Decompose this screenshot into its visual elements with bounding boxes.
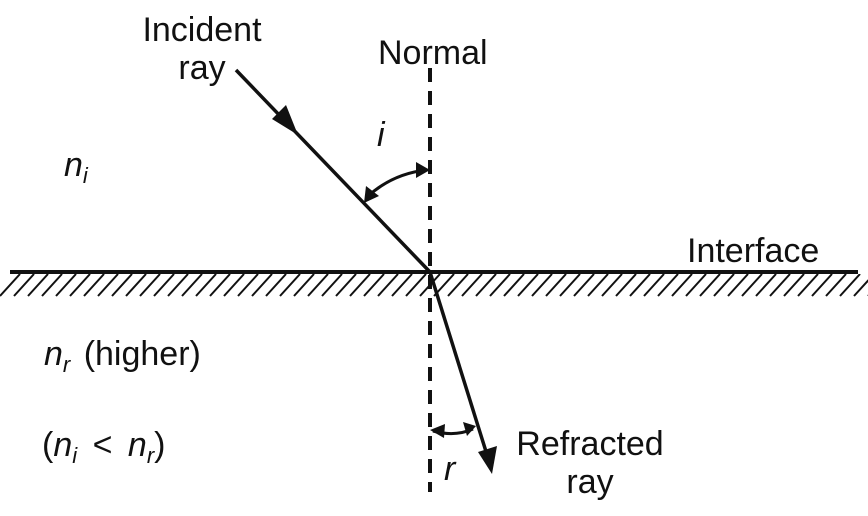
hatch-mark — [97, 274, 119, 297]
incident-ray-label-line2: ray — [178, 49, 226, 87]
relation-open-paren: ( — [42, 426, 54, 464]
index-relation-label: (ni < nr) — [42, 428, 165, 467]
hatch-mark — [671, 274, 693, 297]
relation-left-symbol: n — [53, 426, 73, 464]
hatch-mark — [223, 274, 245, 297]
refracted-ray-label-line2: ray — [566, 463, 614, 501]
hatch-mark — [13, 274, 35, 297]
hatch-mark — [349, 274, 371, 297]
hatch-mark — [839, 274, 861, 297]
hatch-mark — [293, 274, 315, 297]
hatch-mark — [727, 274, 749, 297]
hatch-mark — [195, 274, 217, 297]
hatch-mark — [797, 274, 819, 297]
angle-i-label: i — [377, 116, 385, 154]
hatch-mark — [545, 274, 567, 297]
hatch-mark — [153, 274, 175, 297]
refracted-medium-symbol: n — [44, 335, 63, 373]
hatch-mark — [783, 274, 805, 297]
hatch-mark — [111, 274, 133, 297]
relation-operator: < — [92, 426, 113, 464]
hatch-mark — [699, 274, 721, 297]
hatch-mark — [755, 274, 777, 297]
angle-r-arrow-left — [430, 424, 445, 438]
incident-medium-subscript: i — [82, 163, 88, 188]
relation-right-symbol: n — [127, 426, 147, 464]
hatch-mark — [307, 274, 329, 297]
incident-ray-line — [234, 68, 432, 274]
hatch-mark — [517, 274, 539, 297]
angle-i-arrow-top — [416, 162, 430, 178]
relation-close-paren: ) — [154, 426, 166, 464]
hatch-mark — [125, 274, 147, 297]
refracted-medium-note: (higher) — [83, 335, 201, 373]
angle-i-arrow-bottom — [364, 186, 379, 203]
hatch-mark — [643, 274, 665, 297]
refracted-ray-label: Refracted ray — [515, 427, 665, 499]
hatch-mark — [55, 274, 77, 297]
incident-ray-label-line1: Incident — [142, 11, 262, 49]
hatch-mark — [853, 279, 868, 297]
hatch-mark — [573, 274, 595, 297]
hatch-mark — [83, 274, 105, 297]
hatch-mark — [713, 274, 735, 297]
normal-label: Normal — [378, 34, 488, 72]
hatch-mark — [0, 274, 21, 297]
hatch-mark — [321, 274, 343, 297]
hatch-mark — [825, 274, 847, 297]
hatch-mark — [601, 274, 623, 297]
hatch-mark — [69, 274, 91, 297]
refracted-ray-line — [428, 271, 490, 459]
hatch-mark — [531, 274, 553, 297]
hatch-mark — [447, 274, 469, 297]
refracted-ray-arrowhead — [478, 446, 497, 474]
hatch-mark — [741, 274, 763, 297]
hatch-mark — [391, 274, 413, 297]
hatch-mark — [279, 274, 301, 297]
refracted-ray-label-line1: Refracted — [516, 425, 664, 463]
hatch-mark — [139, 274, 161, 297]
hatch-mark — [615, 274, 637, 297]
hatch-mark — [475, 274, 497, 297]
hatch-mark — [559, 274, 581, 297]
hatch-mark — [27, 274, 49, 297]
hatch-mark — [405, 274, 427, 297]
interface-label: Interface — [687, 232, 820, 270]
hatch-mark — [811, 274, 833, 297]
hatch-mark — [181, 274, 203, 297]
hatch-mark — [769, 274, 791, 297]
incident-medium-symbol: n — [64, 146, 83, 184]
hatch-mark — [363, 274, 385, 297]
hatch-mark — [587, 274, 609, 297]
relation-left-subscript: i — [72, 443, 78, 468]
hatch-mark — [489, 274, 511, 297]
hatch-mark — [335, 274, 357, 297]
hatch-mark — [503, 274, 525, 297]
hatch-mark — [167, 274, 189, 297]
interface-hatching — [0, 274, 868, 297]
refracted-medium-subscript: r — [62, 352, 71, 377]
hatch-mark — [629, 274, 651, 297]
hatch-mark — [265, 274, 287, 297]
hatch-mark — [657, 274, 679, 297]
hatch-mark — [461, 274, 483, 297]
hatch-mark — [237, 274, 259, 297]
relation-right-subscript: r — [146, 443, 155, 468]
hatch-mark — [251, 274, 273, 297]
refracted-medium-index-label: nr (higher) — [44, 337, 201, 376]
hatch-mark — [685, 274, 707, 297]
angle-r-label: r — [444, 450, 456, 488]
hatch-mark — [209, 274, 231, 297]
angle-r-arrow-right — [463, 422, 476, 436]
hatch-mark — [377, 274, 399, 297]
incident-ray-arrowhead — [272, 105, 298, 135]
hatch-mark — [41, 274, 63, 297]
incident-medium-index-label: ni — [64, 148, 88, 187]
incident-ray-label: Incident ray — [140, 13, 264, 85]
